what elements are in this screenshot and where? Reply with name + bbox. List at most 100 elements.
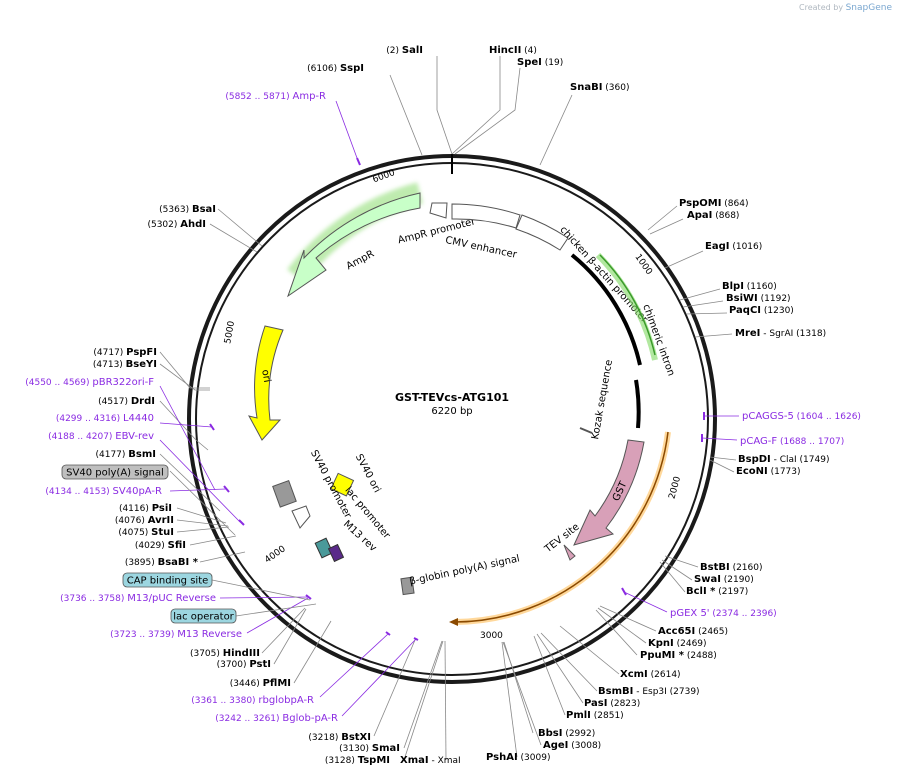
primer-name: SV40pA-R: [113, 486, 162, 497]
kozak-mark: [579, 427, 593, 434]
enzyme-position: (2): [386, 46, 402, 56]
primer-range: (3361 .. 3380): [191, 696, 258, 706]
enzyme-position: (1773): [768, 467, 801, 477]
enzyme-name: KpnI: [648, 638, 674, 649]
tick-3000: 3000: [480, 631, 503, 641]
enzyme-position: - ClaI (1749): [771, 455, 830, 465]
enzyme-position: (868): [712, 211, 739, 221]
enzyme-position: (4177): [95, 450, 128, 460]
ampr-label: AmpR: [345, 249, 377, 273]
enzyme-name: ApaI: [687, 210, 712, 221]
primer-label: pCAGGS-5 (1604 .. 1626): [742, 411, 861, 422]
boxed-leaders: [169, 470, 317, 617]
intron-bar: [570, 253, 642, 366]
ampr-arrow: [287, 192, 421, 298]
enzyme-label: (4116) PsiI: [119, 503, 172, 514]
enzyme-label: (3218) BstXI: [308, 732, 371, 743]
credit-label: Created by SnapGene: [799, 3, 892, 13]
primer-leaders: [159, 100, 739, 717]
enzyme-label: PaqCI (1230): [729, 305, 794, 316]
primer-label: (3242 .. 3261) Bglob-pA-R: [215, 713, 338, 724]
enzyme-position: (3446): [230, 679, 263, 689]
enzyme-label: (4713) BseYI: [93, 359, 157, 370]
enzyme-position: (3218): [308, 733, 341, 743]
primer-label: (3361 .. 3380) rbglobpA-R: [191, 695, 314, 706]
intron-arrow: [599, 254, 656, 356]
enzyme-position: (3700): [217, 660, 250, 670]
enzyme-label: (5302) AhdI: [147, 219, 206, 230]
enzyme-label: (5363) BsaI: [159, 204, 216, 215]
enzyme-label: (3130) SmaI: [339, 743, 400, 754]
tick-2000: 2000: [667, 475, 683, 500]
enzyme-position: (4713): [93, 360, 126, 370]
enzyme-position: (2823): [607, 699, 640, 709]
tick-4000: 4000: [263, 544, 288, 565]
primer-label: (4134 .. 4153) SV40pA-R: [45, 486, 162, 497]
enzyme-position: (3008): [568, 741, 601, 751]
primer-name: EBV-rev: [115, 431, 154, 442]
enzyme-label: (3128) TspMI: [325, 755, 390, 766]
enzyme-name: PmlI: [566, 710, 591, 721]
enzyme-label: PshAI (3009): [486, 752, 550, 763]
enzyme-leaders: [159, 56, 737, 761]
enzyme-label: (4517) DrdI: [98, 396, 155, 407]
enzyme-label: (4029) SfiI: [135, 540, 186, 551]
primer-name: rbglobpA-R: [258, 695, 314, 706]
enzyme-name: BspDI: [738, 454, 771, 465]
primer-mark-rbglob: [385, 631, 391, 636]
enzyme-name: BclI *: [686, 586, 716, 597]
enzyme-name: XmaI: [400, 755, 429, 766]
enzyme-label: XmaI - XmaI: [400, 755, 461, 766]
enzyme-position: (1230): [761, 306, 794, 316]
plasmid-name: GST-TEVcs-ATG101: [395, 391, 509, 404]
enzyme-label: (2) SalI: [386, 45, 423, 56]
enzyme-name: MreI: [735, 328, 760, 339]
primer-range: (1688 .. 1707): [777, 437, 844, 447]
enzyme-label: BbsI (2992): [538, 728, 595, 739]
primer-label: pCAG-F (1688 .. 1707): [740, 436, 844, 447]
boxed-feature-box: [61, 464, 169, 480]
enzyme-position: (2160): [730, 563, 763, 573]
primer-name: M13/pUC Reverse: [127, 593, 216, 604]
primer-range: (4550 .. 4569): [25, 378, 92, 388]
primer-mark-ebv: [238, 519, 245, 526]
enzyme-label: MreI - SgrAI (1318): [735, 328, 826, 339]
credit-prefix: Created by: [799, 3, 844, 12]
enzyme-label: PasI (2823): [584, 698, 640, 709]
enzyme-label: PspOMI (864): [679, 198, 749, 209]
sv40ori-label: SV40 ori: [353, 452, 382, 494]
enzyme-position: (4717): [93, 348, 126, 358]
enzyme-name: HindIII: [223, 648, 260, 659]
enzyme-label: (3895) BsaBI *: [125, 557, 199, 568]
enzyme-label: (4177) BsmI: [95, 449, 156, 460]
primer-name: Bglob-pA-R: [282, 713, 338, 724]
enzyme-label: BclI * (2197): [686, 586, 748, 597]
enzyme-position: (2488): [684, 651, 717, 661]
tev-arrow: [563, 544, 576, 561]
enzyme-position: (4517): [98, 397, 131, 407]
primer-name: L4440: [123, 413, 154, 424]
primer-range: (4188 .. 4207): [48, 432, 115, 442]
orange-arrow: [454, 431, 669, 623]
enzyme-name: PflMI: [263, 678, 291, 689]
enzyme-name: BsmI: [128, 449, 156, 460]
enzyme-position: (19): [542, 58, 563, 68]
enzyme-label: EagI (1016): [705, 241, 762, 252]
boxed-feature-box: [122, 572, 213, 588]
enzyme-label: BstBI (2160): [700, 562, 763, 573]
enzyme-label: (3700) PstI: [217, 659, 271, 670]
primer-label: (3723 .. 3739) M13 Reverse: [110, 629, 242, 640]
enzyme-name: SwaI: [694, 574, 721, 585]
enzyme-name: PspOMI: [679, 198, 721, 209]
enzyme-position: (4075): [118, 528, 151, 538]
enzyme-name: HincII: [489, 45, 521, 56]
enzyme-label: EcoNI (1773): [736, 466, 801, 477]
enzyme-name: PaqCI: [729, 305, 761, 316]
primer-name: Amp-R: [293, 91, 327, 102]
enzyme-name: SnaBI: [570, 82, 602, 93]
enzyme-position: (2465): [695, 627, 728, 637]
enzyme-label: BspDI - ClaI (1749): [738, 454, 829, 465]
enzyme-position: (3895): [125, 558, 158, 568]
bglob-label: β-globin poly(A) signal: [409, 553, 521, 587]
